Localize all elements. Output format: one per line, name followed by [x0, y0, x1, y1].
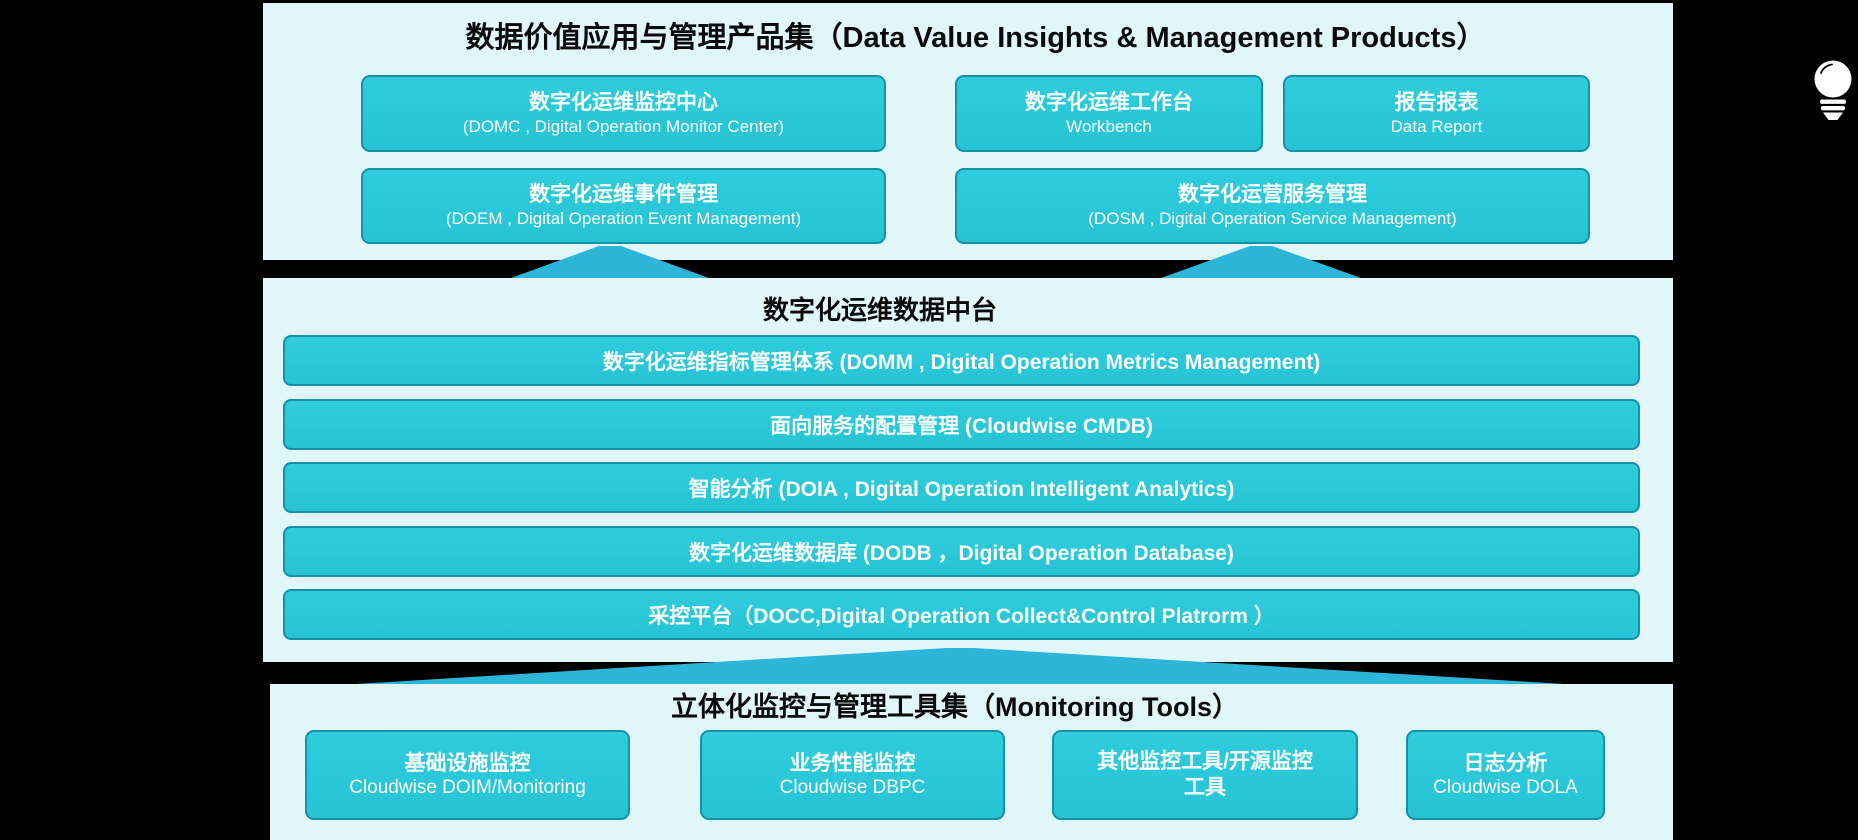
box-dosm-title: 数字化运营服务管理	[1178, 183, 1367, 206]
middle-section-panel: 数字化运维数据中台 数字化运维指标管理体系 (DOMM , Digital Op…	[263, 278, 1673, 662]
box-data-report: 报告报表 Data Report	[1283, 75, 1590, 152]
lightbulb-icon[interactable]	[1813, 60, 1853, 126]
box-domc-subtitle: (DOMC , Digital Operation Monitor Center…	[462, 116, 785, 136]
box-dosm-subtitle: (DOSM , Digital Operation Service Manage…	[1088, 209, 1457, 228]
box-log-analysis: 日志分析 Cloudwise DOLA	[1406, 730, 1605, 820]
box-workbench-title: 数字化运维工作台	[1025, 90, 1193, 114]
box-infrastructure-title: 基础设施监控	[404, 752, 531, 775]
bottom-section-title: 立体化监控与管理工具集（Monitoring Tools）	[671, 692, 1239, 722]
box-workbench-subtitle: Workbench	[1066, 116, 1152, 136]
box-other-monitoring-tools: 其他监控工具/开源监控 工具	[1052, 730, 1358, 820]
box-other-tools-line1: 其他监控工具/开源监控	[1097, 750, 1313, 773]
row-docc: 采控平台（DOCC,Digital Operation Collect&Cont…	[283, 589, 1640, 640]
box-domc-title: 数字化运维监控中心	[529, 90, 718, 114]
box-doem: 数字化运维事件管理 (DOEM , Digital Operation Even…	[361, 168, 886, 244]
box-infrastructure-monitoring: 基础设施监控 Cloudwise DOIM/Monitoring	[305, 730, 630, 820]
box-workbench: 数字化运维工作台 Workbench	[955, 75, 1263, 152]
row-cmdb: 面向服务的配置管理 (Cloudwise CMDB)	[283, 399, 1640, 450]
box-doem-subtitle: (DOEM , Digital Operation Event Manageme…	[445, 209, 802, 228]
top-section-title: 数据价值应用与管理产品集（Data Value Insights & Manag…	[465, 22, 1486, 54]
box-dosm: 数字化运营服务管理 (DOSM , Digital Operation Serv…	[955, 168, 1590, 244]
box-data-report-title: 报告报表	[1394, 90, 1479, 114]
box-business-subtitle: Cloudwise DBPC	[779, 777, 926, 798]
box-other-tools-line2: 工具	[1184, 776, 1226, 799]
row-dodb: 数字化运维数据库 (DODB ，Digital Operation Databa…	[283, 526, 1640, 577]
box-infrastructure-subtitle: Cloudwise DOIM/Monitoring	[349, 777, 586, 798]
box-log-analysis-title: 日志分析	[1463, 752, 1548, 775]
bottom-section-panel: 立体化监控与管理工具集（Monitoring Tools） 基础设施监控 Clo…	[270, 684, 1673, 840]
row-domm: 数字化运维指标管理体系 (DOMM , Digital Operation Me…	[283, 335, 1640, 386]
box-domc: 数字化运维监控中心 (DOMC , Digital Operation Moni…	[361, 75, 886, 152]
middle-section-title: 数字化运维数据中台	[762, 295, 997, 325]
box-data-report-subtitle: Data Report	[1390, 116, 1483, 136]
top-section-panel: 数据价值应用与管理产品集（Data Value Insights & Manag…	[263, 3, 1673, 260]
box-business-title: 业务性能监控	[789, 752, 916, 775]
box-business-performance: 业务性能监控 Cloudwise DBPC	[700, 730, 1005, 820]
row-doia: 智能分析 (DOIA , Digital Operation Intellige…	[283, 462, 1640, 513]
box-log-analysis-subtitle: Cloudwise DOLA	[1433, 777, 1578, 798]
box-doem-title: 数字化运维事件管理	[529, 183, 718, 206]
